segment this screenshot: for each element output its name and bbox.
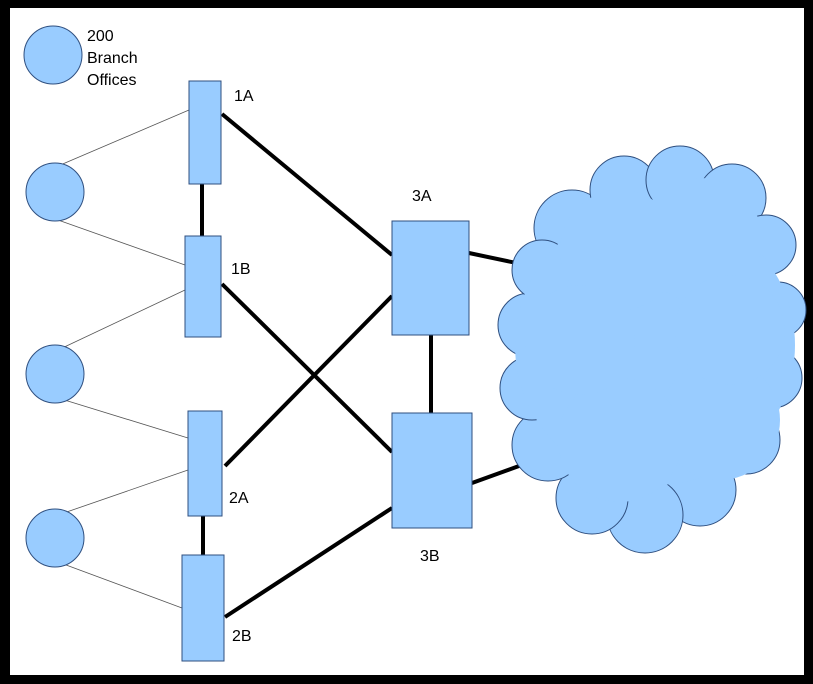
link-branch3-2b bbox=[57, 561, 183, 609]
branch-office-node-1 bbox=[25, 162, 85, 222]
label-1b: 1B bbox=[231, 261, 251, 278]
link-1b-3b bbox=[220, 282, 394, 454]
legend-line-2: Branch bbox=[87, 50, 138, 67]
link-branch2-1b bbox=[57, 289, 186, 351]
router-2a bbox=[187, 410, 223, 517]
link-2a-3a bbox=[223, 294, 394, 468]
link-branch3-2a bbox=[57, 469, 189, 516]
router-2b bbox=[181, 554, 225, 662]
link-2b-3b bbox=[223, 506, 394, 619]
label-3b: 3B bbox=[420, 548, 440, 565]
link-branch2-2a bbox=[57, 397, 189, 439]
label-1a: 1A bbox=[234, 88, 254, 105]
router-1a bbox=[188, 80, 222, 185]
legend-line-1: 200 bbox=[87, 28, 114, 45]
legend-branch-office-icon bbox=[23, 25, 83, 85]
branch-office-node-2 bbox=[25, 344, 85, 404]
legend-line-3: Offices bbox=[87, 72, 137, 89]
link-branch1-1a bbox=[57, 109, 190, 167]
wan-cloud-icon bbox=[497, 145, 807, 554]
label-2a: 2A bbox=[229, 490, 249, 507]
router-1b bbox=[184, 235, 222, 338]
label-2b: 2B bbox=[232, 628, 252, 645]
label-3a: 3A bbox=[412, 188, 432, 205]
router-3b bbox=[391, 412, 473, 529]
link-1a-3a bbox=[220, 112, 394, 257]
router-3a bbox=[391, 220, 470, 336]
link-branch1-1b bbox=[57, 219, 186, 266]
branch-office-node-3 bbox=[25, 508, 85, 568]
